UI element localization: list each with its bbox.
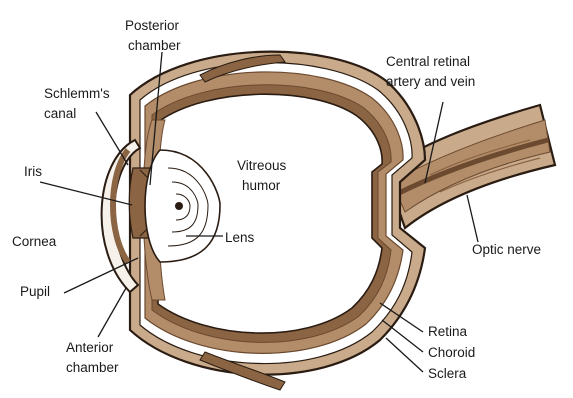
label-optic-nerve: Optic nerve [472,242,541,257]
label-posterior-chamber-line1: Posterior [125,18,180,33]
label-iris: Iris [24,164,42,179]
label-cornea: Cornea [12,234,57,249]
label-sclera: Sclera [428,366,467,381]
label-schlemms-canal-line1: Schlemm's [44,86,110,101]
label-vitreous-humor-line1: Vitreous [237,158,287,173]
label-pupil: Pupil [20,284,50,299]
label-anterior-chamber-line1: Anterior [66,340,114,355]
label-posterior-chamber-line2: chamber [128,38,181,53]
label-retina: Retina [428,324,468,339]
label-central-retinal-line1: Central retinal [386,54,470,69]
label-choroid: Choroid [428,345,475,360]
label-schlemms-canal-line2: canal [44,106,76,121]
label-anterior-chamber-line2: chamber [66,360,119,375]
label-lens: Lens [225,230,255,245]
label-central-retinal-line2: artery and vein [386,74,475,89]
label-vitreous-humor-line2: humor [242,178,281,193]
